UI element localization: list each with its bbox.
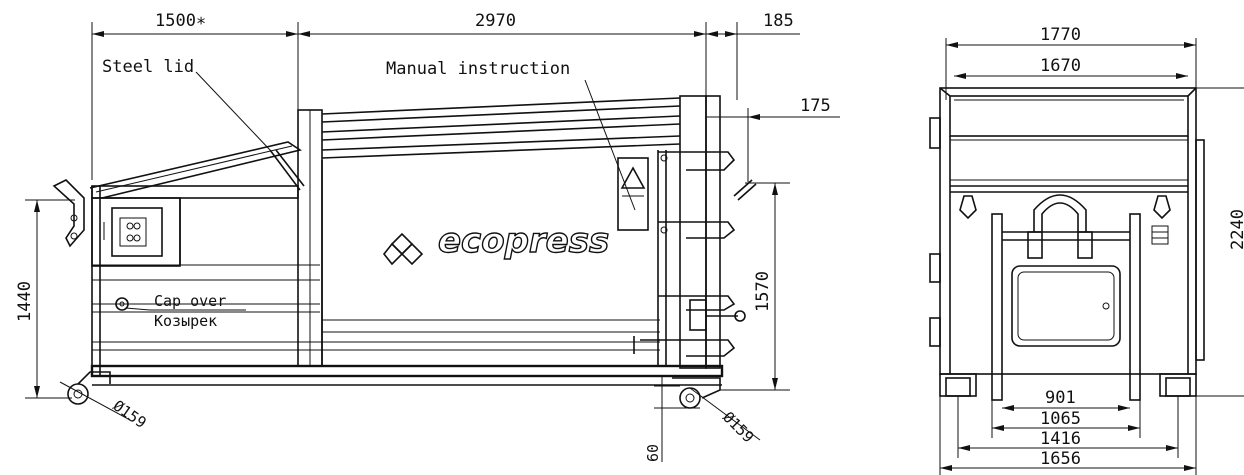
dim-1416: 1416 <box>1040 429 1081 449</box>
dim-1670: 1670 <box>1040 56 1081 76</box>
front-view: 1770 1670 <box>929 25 1244 475</box>
dim-175-group: 175 <box>706 96 840 182</box>
dim-1570-group: 1570 <box>720 182 790 391</box>
dim-wheel-front: Ø159 <box>110 397 150 432</box>
dim-175: 175 <box>800 96 831 116</box>
press-body <box>52 95 757 409</box>
front-top-dims: 1770 1670 <box>945 25 1197 100</box>
label-cap-over: Cap over <box>154 292 226 310</box>
front-bottom-dims: 901 1065 1416 1656 <box>939 388 1197 475</box>
dim-2240: 2240 <box>1228 209 1244 250</box>
dim-1065: 1065 <box>1040 409 1081 429</box>
side-view: 1500∗ 2970 185 175 1570 1440 <box>15 11 840 462</box>
brand-logo: ecopress <box>382 220 610 266</box>
dim-901: 901 <box>1045 388 1076 408</box>
dim-wheel-rear: Ø159 <box>719 408 757 446</box>
label-manual-instruction: Manual instruction <box>386 59 570 79</box>
dim-60: 60 <box>644 444 662 462</box>
dim-1770: 1770 <box>1040 25 1081 45</box>
dim-1500: 1500∗ <box>155 11 206 31</box>
dim-185: 185 <box>763 11 794 31</box>
brand-name: ecopress <box>438 221 609 261</box>
annotations: Steel lid Manual instruction Cap over Ко… <box>59 57 761 462</box>
dim-1656: 1656 <box>1040 449 1081 469</box>
dim-1440-group: 1440 <box>15 199 75 399</box>
top-dimension-chain: 1500∗ 2970 185 <box>91 11 800 180</box>
label-kozyrek: Козырек <box>154 312 217 330</box>
dim-1570: 1570 <box>753 271 773 312</box>
dim-2970: 2970 <box>475 11 516 31</box>
label-steel-lid: Steel lid <box>102 57 194 77</box>
dim-1440: 1440 <box>15 281 35 322</box>
